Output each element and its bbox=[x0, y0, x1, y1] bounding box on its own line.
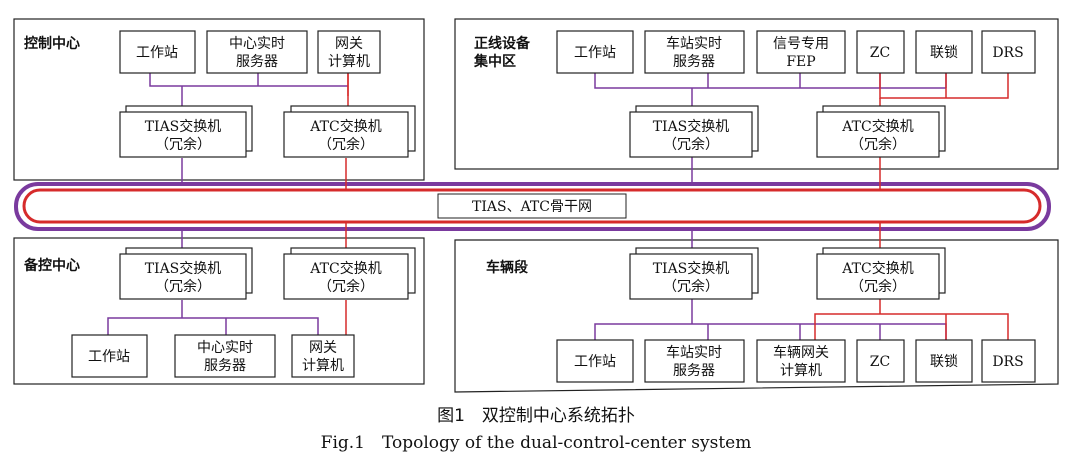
ml-workstation: 工作站 bbox=[556, 30, 634, 74]
svg-text:车辆网关: 车辆网关 bbox=[773, 344, 829, 361]
figure-caption-cn: 图1 双控制中心系统拓扑 bbox=[437, 406, 635, 426]
svg-text:中心实时: 中心实时 bbox=[229, 36, 285, 52]
backup-center-title: 备控中心 bbox=[23, 257, 80, 274]
svg-text:联锁: 联锁 bbox=[930, 354, 958, 370]
topology-diagram: 控制中心 正线设备 集中区 备控中心 车辆段 TIAS、ATC骨干网 bbox=[13, 18, 1059, 393]
dp-interlock: 联锁 bbox=[915, 339, 973, 383]
svg-text:DRS: DRS bbox=[992, 45, 1023, 61]
dp-atc-switch: ATC交换机 （冗余） bbox=[816, 247, 946, 300]
svg-text:（冗余）: （冗余） bbox=[318, 278, 374, 295]
bc-atc-switch: ATC交换机 （冗余） bbox=[283, 247, 416, 300]
svg-text:计算机: 计算机 bbox=[780, 363, 822, 379]
svg-text:网关: 网关 bbox=[309, 340, 337, 356]
ml-tias-switch: TIAS交换机 （冗余） bbox=[629, 105, 759, 158]
cc-rt-server: 中心实时 服务器 bbox=[206, 30, 308, 74]
svg-text:服务器: 服务器 bbox=[673, 363, 715, 379]
cc-workstation: 工作站 bbox=[119, 30, 196, 74]
figure-caption-en: Fig.1 Topology of the dual-control-cente… bbox=[320, 433, 752, 453]
ml-signal-fep: 信号专用 FEP bbox=[756, 30, 846, 74]
ml-atc-switch: ATC交换机 （冗余） bbox=[816, 105, 946, 158]
svg-text:联锁: 联锁 bbox=[930, 45, 958, 61]
svg-text:ATC交换机: ATC交换机 bbox=[309, 118, 381, 135]
svg-text:服务器: 服务器 bbox=[236, 54, 278, 70]
backbone-atc-ring bbox=[22, 188, 1042, 224]
svg-text:车站实时: 车站实时 bbox=[666, 35, 722, 52]
mainline-title-line2: 集中区 bbox=[473, 53, 516, 70]
svg-text:计算机: 计算机 bbox=[328, 54, 370, 70]
svg-text:DRS: DRS bbox=[992, 354, 1023, 370]
svg-text:（冗余）: （冗余） bbox=[155, 278, 211, 295]
svg-text:工作站: 工作站 bbox=[88, 349, 130, 365]
svg-text:TIAS交换机: TIAS交换机 bbox=[145, 260, 222, 277]
svg-text:ATC交换机: ATC交换机 bbox=[309, 260, 381, 277]
ml-interlock: 联锁 bbox=[915, 30, 973, 74]
svg-text:服务器: 服务器 bbox=[673, 54, 715, 70]
ml-drs: DRS bbox=[981, 30, 1036, 74]
dp-drs: DRS bbox=[981, 339, 1036, 383]
svg-text:（冗余）: （冗余） bbox=[663, 136, 719, 153]
svg-text:TIAS交换机: TIAS交换机 bbox=[653, 260, 730, 277]
svg-text:TIAS交换机: TIAS交换机 bbox=[145, 118, 222, 135]
ml-zc: ZC bbox=[856, 30, 905, 74]
cc-atc-switch: ATC交换机 （冗余） bbox=[283, 105, 416, 158]
svg-text:计算机: 计算机 bbox=[302, 358, 344, 374]
backbone-label: TIAS、ATC骨干网 bbox=[472, 199, 592, 215]
dp-zc: ZC bbox=[856, 339, 905, 383]
svg-text:工作站: 工作站 bbox=[574, 45, 616, 61]
depot-frame bbox=[454, 239, 1059, 393]
svg-text:ATC交换机: ATC交换机 bbox=[841, 118, 913, 135]
svg-text:信号专用: 信号专用 bbox=[773, 36, 829, 52]
backbone-label-box bbox=[437, 193, 627, 219]
svg-text:工作站: 工作站 bbox=[574, 354, 616, 370]
svg-text:（冗余）: （冗余） bbox=[318, 136, 374, 153]
cc-gateway: 网关 计算机 bbox=[317, 30, 381, 74]
svg-text:ZC: ZC bbox=[870, 354, 890, 370]
mainline-frame bbox=[454, 18, 1059, 170]
ml-station-server: 车站实时 服务器 bbox=[644, 30, 745, 74]
svg-text:网关: 网关 bbox=[335, 36, 363, 52]
svg-text:（冗余）: （冗余） bbox=[155, 136, 211, 153]
control-center-frame bbox=[13, 18, 425, 181]
backbone-tias-ring bbox=[14, 182, 1051, 231]
dp-workstation: 工作站 bbox=[556, 339, 634, 383]
svg-text:FEP: FEP bbox=[786, 54, 815, 70]
cc-workstation-label: 工作站 bbox=[136, 45, 178, 61]
svg-text:服务器: 服务器 bbox=[204, 358, 246, 374]
dp-vehicle-gateway: 车辆网关 计算机 bbox=[756, 339, 846, 383]
dp-tias-switch: TIAS交换机 （冗余） bbox=[629, 247, 759, 300]
svg-text:中心实时: 中心实时 bbox=[197, 340, 253, 356]
svg-text:ATC交换机: ATC交换机 bbox=[841, 260, 913, 277]
svg-text:（冗余）: （冗余） bbox=[850, 278, 906, 295]
svg-text:（冗余）: （冗余） bbox=[663, 278, 719, 295]
control-center-title: 控制中心 bbox=[24, 35, 80, 52]
bc-workstation: 工作站 bbox=[71, 334, 148, 378]
cc-tias-switch: TIAS交换机 （冗余） bbox=[119, 105, 253, 158]
dp-station-server: 车站实时 服务器 bbox=[644, 339, 745, 383]
bc-gateway: 网关 计算机 bbox=[291, 334, 355, 378]
bc-tias-switch: TIAS交换机 （冗余） bbox=[119, 247, 253, 300]
backup-center-frame bbox=[13, 237, 425, 385]
bc-rt-server: 中心实时 服务器 bbox=[174, 334, 276, 378]
svg-text:ZC: ZC bbox=[870, 45, 890, 61]
depot-title: 车辆段 bbox=[486, 259, 528, 276]
svg-text:TIAS交换机: TIAS交换机 bbox=[653, 118, 730, 135]
svg-text:（冗余）: （冗余） bbox=[850, 136, 906, 153]
mainline-title-line1: 正线设备 bbox=[474, 35, 531, 52]
svg-text:车站实时: 车站实时 bbox=[666, 344, 722, 361]
